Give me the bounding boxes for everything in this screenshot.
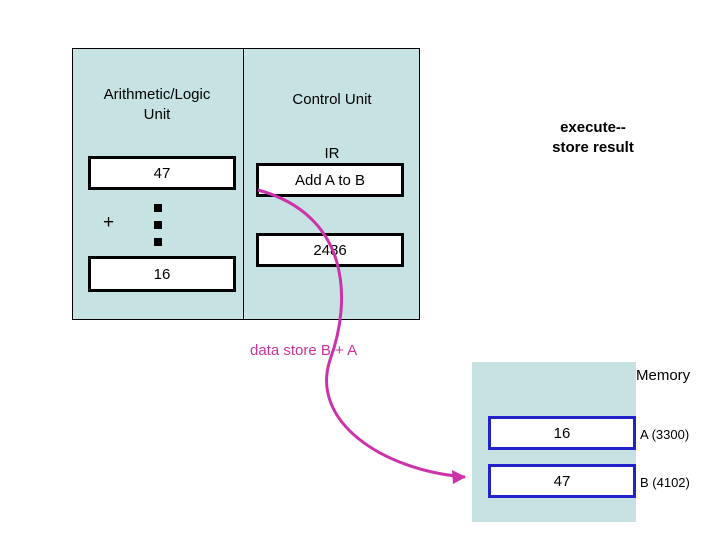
execute-annotation: execute-- store result: [552, 119, 634, 156]
memory-cell-a-address: A (3300): [640, 427, 690, 442]
control-unit-title: Control Unit: [292, 91, 372, 108]
alu-operand-top: 47: [88, 156, 236, 190]
alu-operator: +: [103, 212, 115, 233]
memory-label: Memory: [636, 367, 691, 384]
memory-cell-a-value: 16: [488, 416, 636, 450]
alu-operand-bottom: 16: [88, 256, 236, 292]
memory-cell-b-value: 47: [488, 464, 636, 498]
memory-cell-b-address: B (4102): [640, 475, 690, 490]
ir-title: IR: [324, 145, 340, 162]
data-register: 2486: [256, 233, 404, 267]
vertical-ellipsis-icon: [152, 204, 166, 254]
ir-instruction: Add A to B: [256, 163, 404, 197]
data-store-annotation: data store B + A: [250, 342, 358, 359]
alu-title: Arithmetic/Logic Unit: [103, 86, 211, 123]
cpu-panel-divider: [243, 48, 244, 320]
